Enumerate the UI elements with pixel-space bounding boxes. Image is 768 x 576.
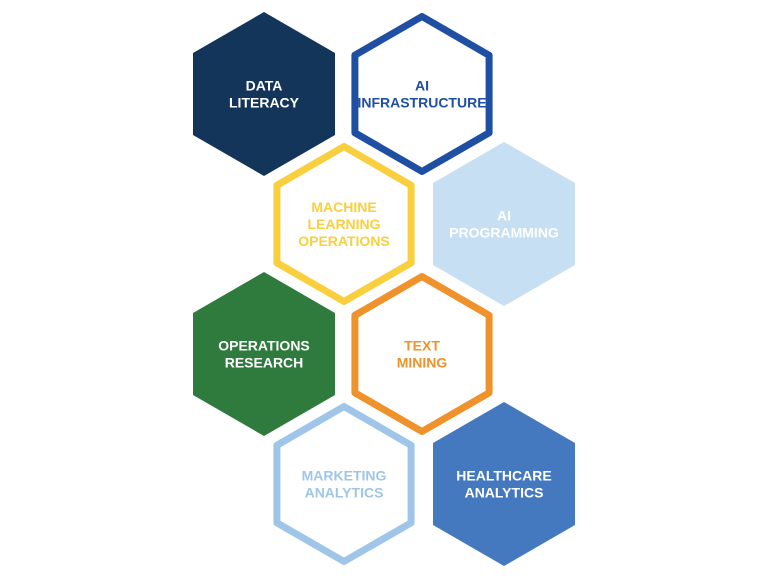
hexagon-label-line: ANALYTICS [465,485,544,501]
hexagon-label-line: RESEARCH [225,355,304,371]
hexagon-label-line: ANALYTICS [305,485,384,501]
hexagon-shape [433,142,575,306]
hexagon-shape [273,403,415,565]
hexagon-label-line: INFRASTRUCTURE [357,95,486,111]
hexagon-shape [351,273,493,435]
hexagon-label-line: AI [415,78,429,94]
hexagon-shape [193,272,335,436]
hexagon-label-line: OPERATIONS [218,338,310,354]
hexagon-label-line: HEALTHCARE [456,468,551,484]
hexagon-label-line: MARKETING [302,468,387,484]
hexagon-label-line: DATA [246,78,283,94]
hexagon-label-line: MACHINE [311,199,376,215]
hexagon-label-line: PROGRAMMING [449,225,559,241]
hexagon-shape [433,402,575,566]
hexagon-label-line: LEARNING [307,216,380,232]
hexagon-label-line: AI [497,208,511,224]
hexagon-label-line: OPERATIONS [298,233,390,249]
hexagon-label-line: MINING [397,355,448,371]
hexagon-shape [193,12,335,176]
hexagon-label-line: TEXT [404,338,440,354]
hexagon-shape [351,13,493,175]
hexagon-label-line: LITERACY [229,95,300,111]
hexagon-shape [273,143,415,305]
